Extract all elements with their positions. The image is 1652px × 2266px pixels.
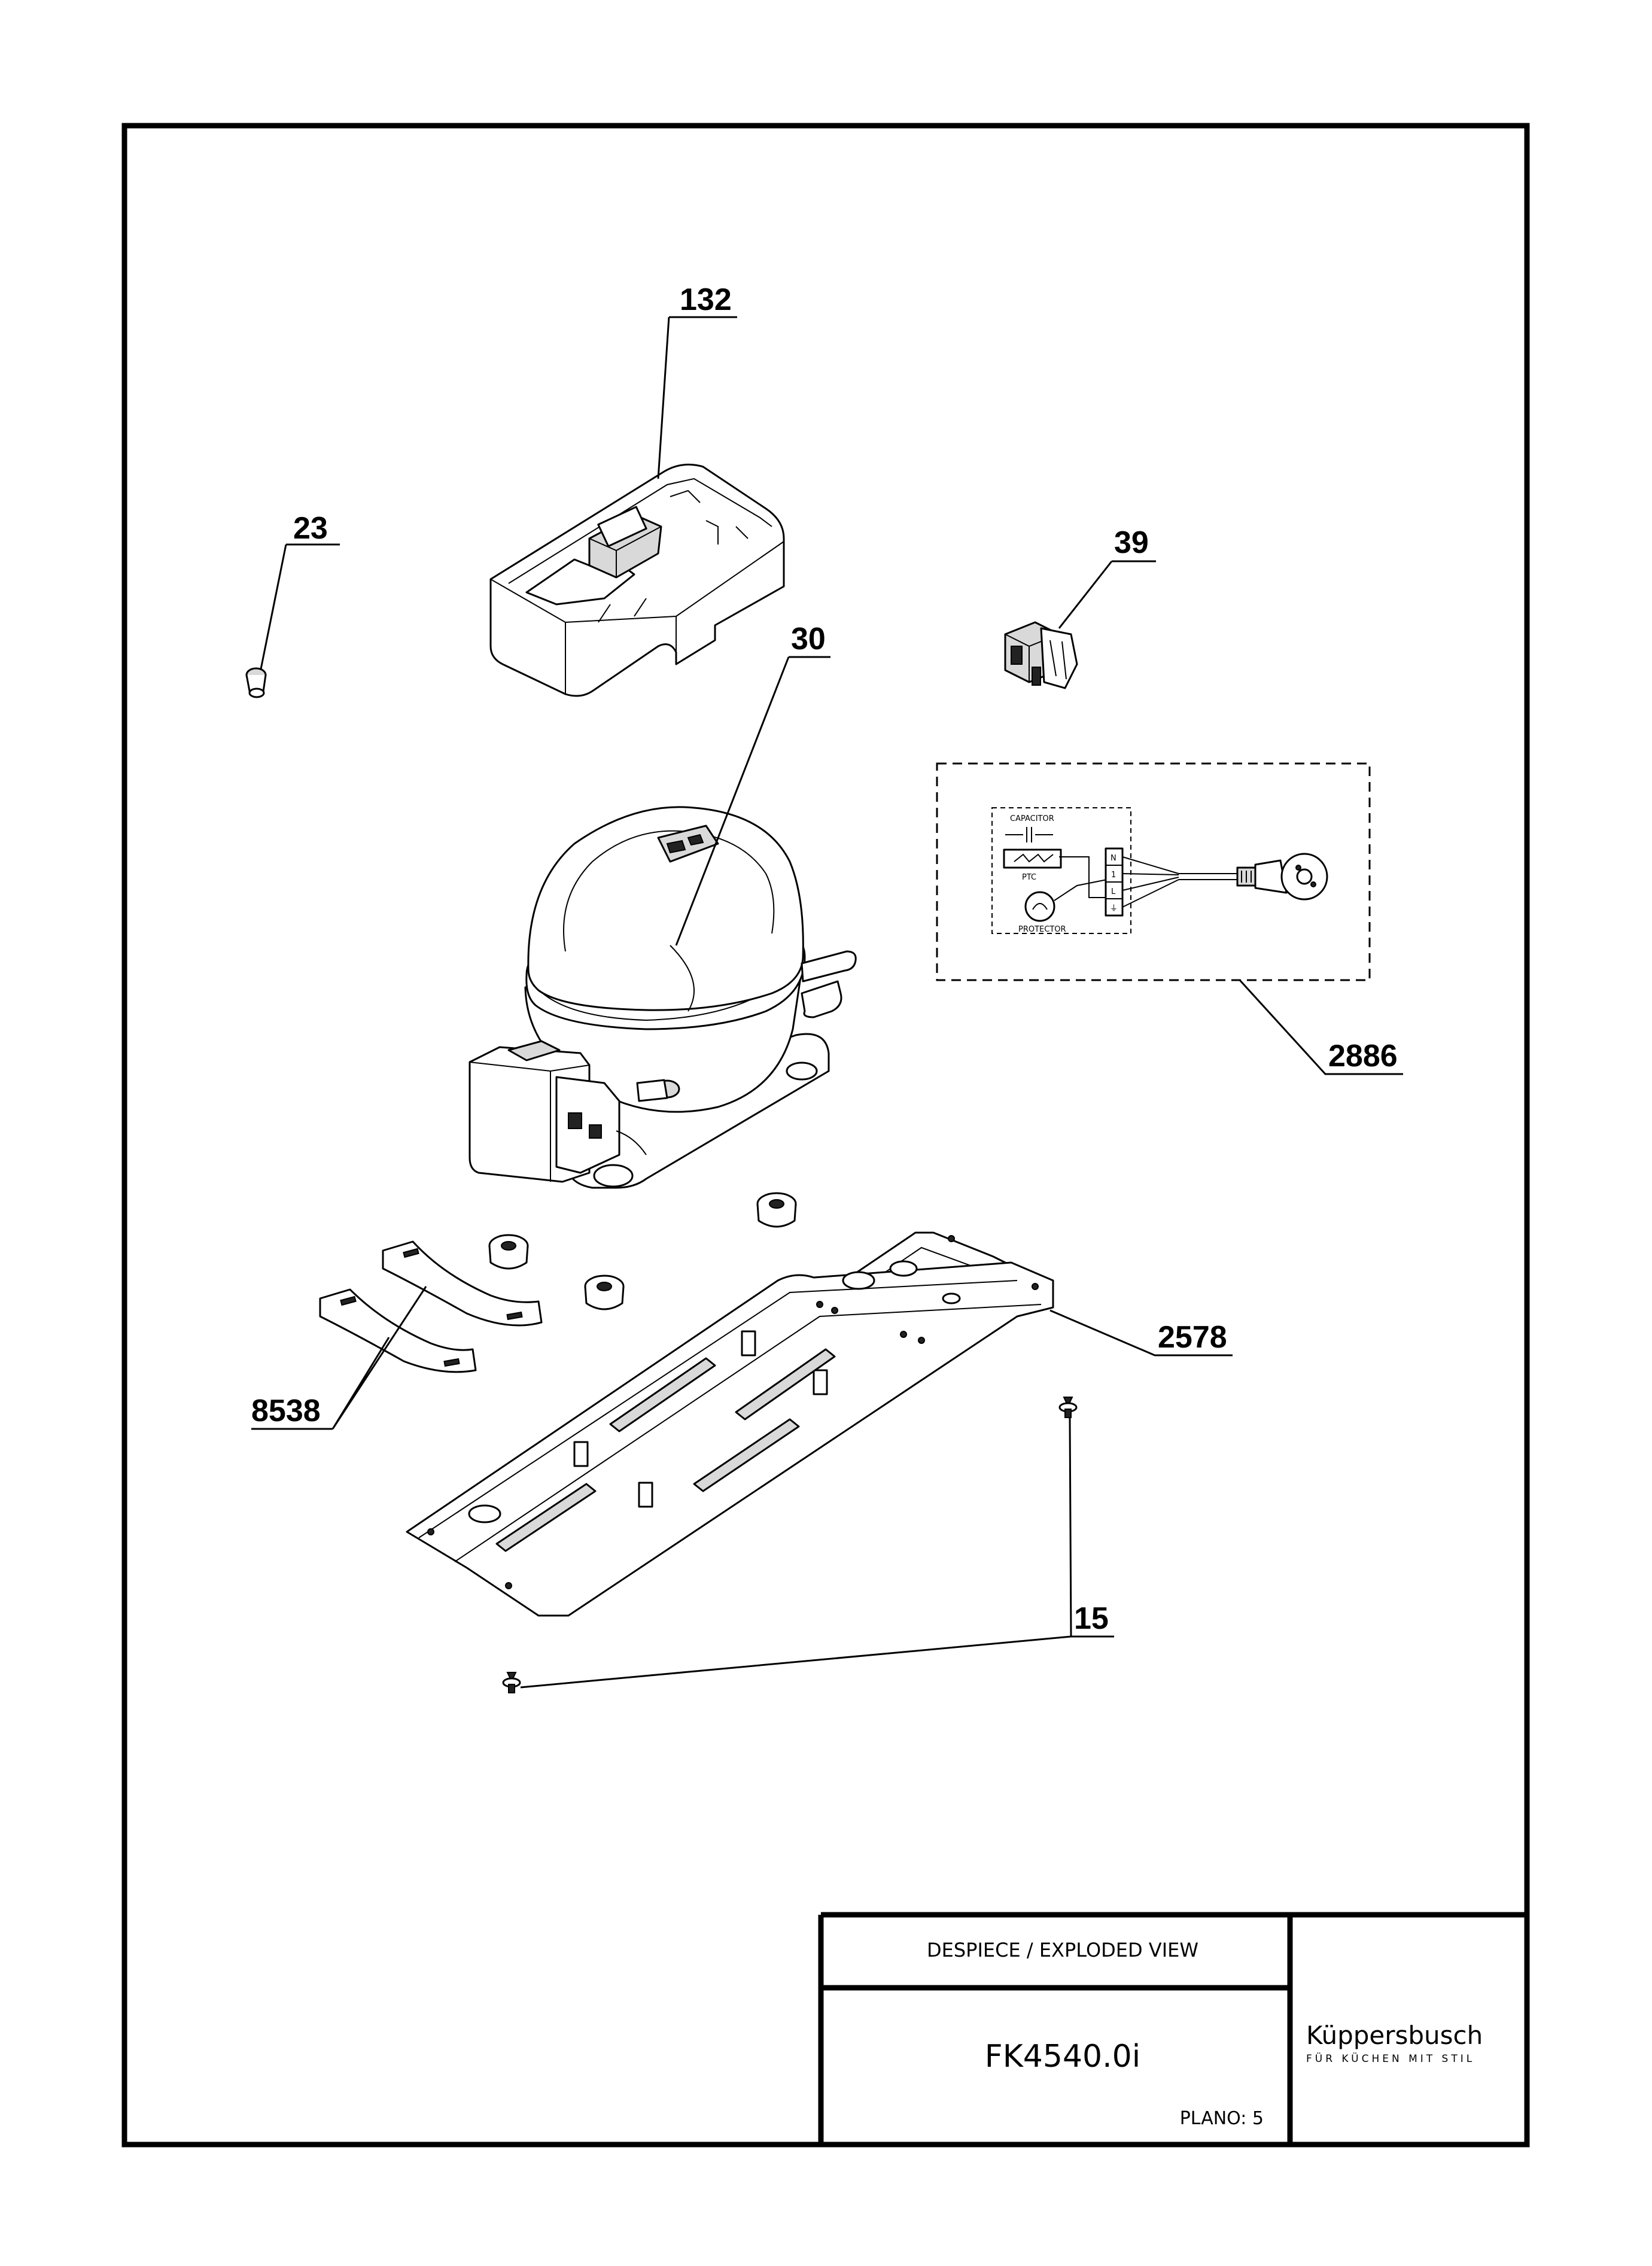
title-block [818,1909,1530,2145]
part-2578-base-rails [406,1231,1054,1617]
callout-8538: 8538 [251,1394,321,1428]
leader-8538 [251,1286,427,1430]
leader-30 [675,656,830,946]
callout-132: 132 [680,282,732,317]
callout-39: 39 [1114,525,1149,560]
part-132-cover-box [489,463,785,697]
leader-2578 [1049,1309,1233,1356]
callout-30: 30 [791,622,826,656]
part-15-screws [502,1397,1078,1693]
leader-23 [260,543,340,670]
leader-2886 [1239,979,1403,1075]
callout-23: 23 [293,511,328,546]
callout-2578: 2578 [1158,1320,1227,1355]
brand-slogan: FÜR KÜCHEN MIT STIL [1306,2052,1475,2065]
svg-text:CAPACITOR: CAPACITOR [1010,814,1054,823]
title-heading: DESPIECE / EXPLODED VIEW [927,1939,1198,1961]
svg-text:N: N [1111,854,1116,863]
rubber-grommets [488,1192,797,1310]
callout-15: 15 [1074,1601,1109,1636]
part-23-plug [245,667,267,698]
drawing-frame [121,123,1530,2148]
leader-15 [520,1418,1114,1689]
leader-132 [657,316,737,479]
part-2886-wiring-kit: CAPACITOR PTC PROTECTOR N 1 L ⏚ [936,762,1371,981]
svg-text:⏚: ⏚ [1110,904,1118,913]
svg-text:L: L [1111,887,1116,896]
callout-2886: 2886 [1328,1039,1398,1073]
part-39-relay [1004,621,1078,689]
model-number: FK4540.0i [985,2039,1140,2075]
brand-logo-text: Küppersbusch [1306,2021,1483,2050]
svg-text:PROTECTOR: PROTECTOR [1018,925,1066,934]
svg-text:1: 1 [1111,871,1116,880]
sheet-number: PLANO: 5 [1180,2108,1264,2129]
part-30-compressor [468,806,857,1189]
leader-39 [1058,560,1156,629]
svg-text:PTC: PTC [1022,873,1036,882]
